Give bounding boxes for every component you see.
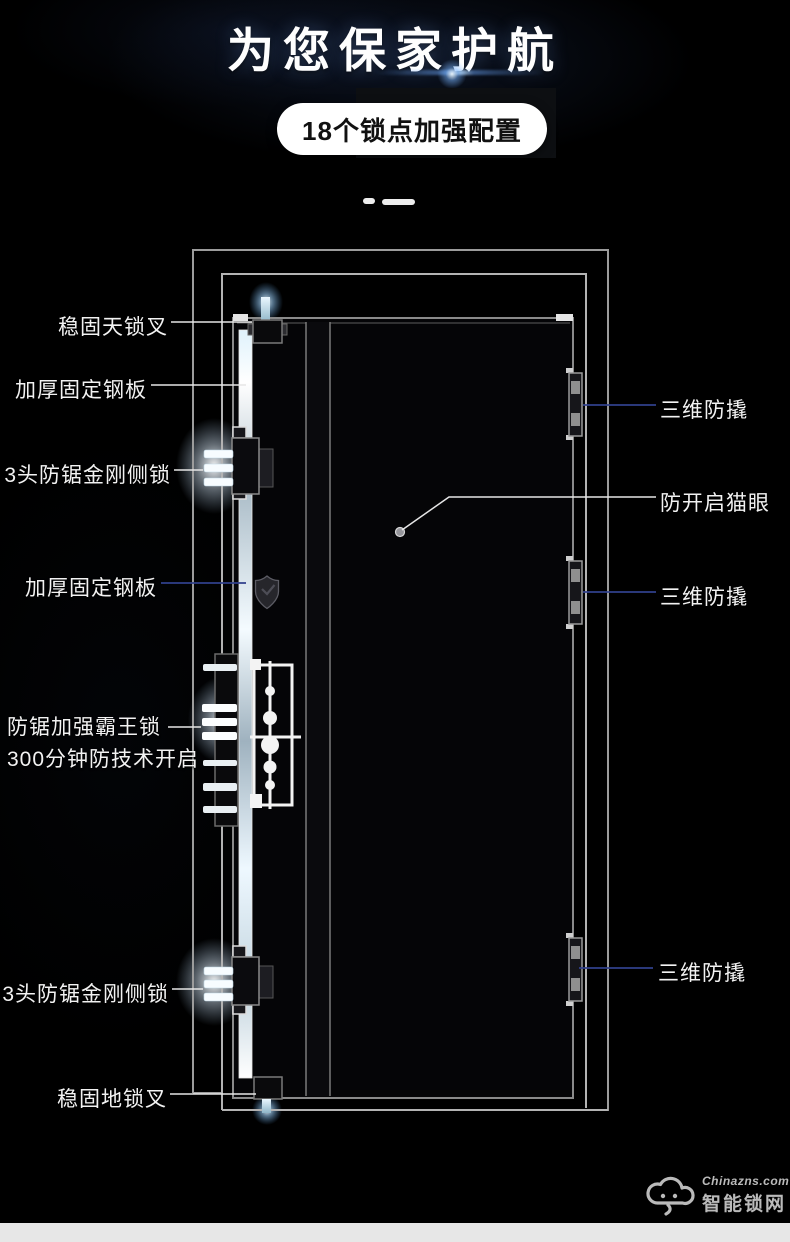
label-hinge-bottom: 三维防撬 — [658, 962, 746, 985]
decor-dash-small — [363, 198, 375, 204]
footer-bar — [0, 1223, 790, 1242]
door-frame-outer — [192, 249, 609, 1111]
door-stile — [306, 322, 330, 1096]
hinge-icon-bottom — [566, 933, 583, 1006]
side-lock-upper-bolts — [203, 449, 234, 487]
label-steel-plate-upper: 加厚固定钢板 — [15, 379, 147, 402]
label-hinge-middle: 三维防撬 — [660, 586, 748, 609]
leader-lines-blue — [161, 404, 656, 969]
bottom-lock-fork — [253, 1076, 283, 1113]
badge-label: 18个锁点加强配置 — [302, 115, 522, 146]
lock-plate-points — [250, 659, 279, 808]
label-hinge-top: 三维防撬 — [660, 399, 748, 422]
side-lock-lower — [203, 945, 274, 1015]
main-lock-bolts-glowing — [202, 704, 237, 740]
brand-name: 智能锁网 — [702, 1194, 787, 1215]
hinge-icon-middle — [566, 556, 583, 629]
label-main-lock-line2: 300分钟防技术开启 — [7, 748, 200, 771]
brand-watermark: Chinazns.com 智能锁网 — [644, 1172, 789, 1218]
label-peephole: 防开启猫眼 — [660, 492, 770, 515]
label-main-lock: 防锯加强霸王锁 300分钟防技术开启 — [7, 712, 199, 776]
label-main-lock-line1: 防锯加强霸王锁 — [7, 716, 161, 739]
label-top-lock-fork: 稳固天锁叉 — [58, 316, 168, 339]
side-lock-lower-bolts — [203, 966, 234, 1002]
cloud-logo-icon — [646, 1176, 695, 1216]
leader-lines-white — [151, 321, 656, 1095]
badge-lock-points: 18个锁点加强配置 — [277, 103, 547, 155]
hinge-icon-top — [566, 368, 583, 440]
label-steel-plate-lower: 加厚固定钢板 — [25, 577, 157, 600]
top-corner-bracket-right — [556, 314, 573, 321]
label-bottom-lock-fork: 稳固地锁叉 — [57, 1088, 167, 1111]
top-lock-fork — [247, 297, 288, 344]
shield-emblem-icon — [254, 575, 280, 610]
steel-plate — [238, 329, 253, 1079]
main-lock-bolts — [203, 664, 237, 813]
page-title: 为您保家护航 — [227, 24, 563, 77]
decor-dash-large — [382, 199, 415, 205]
brand-domain: Chinazns.com — [702, 1174, 790, 1188]
label-side-lock-upper: 3头防锯金刚侧锁 — [4, 464, 171, 487]
main-lock — [202, 653, 301, 827]
leader-peephole — [401, 496, 656, 531]
side-lock-upper — [203, 426, 274, 500]
label-side-lock-lower: 3头防锯金刚侧锁 — [2, 983, 169, 1006]
door-leaf — [232, 314, 574, 1099]
top-corner-bracket-left — [233, 314, 248, 321]
lens-flare-icon — [375, 58, 545, 90]
